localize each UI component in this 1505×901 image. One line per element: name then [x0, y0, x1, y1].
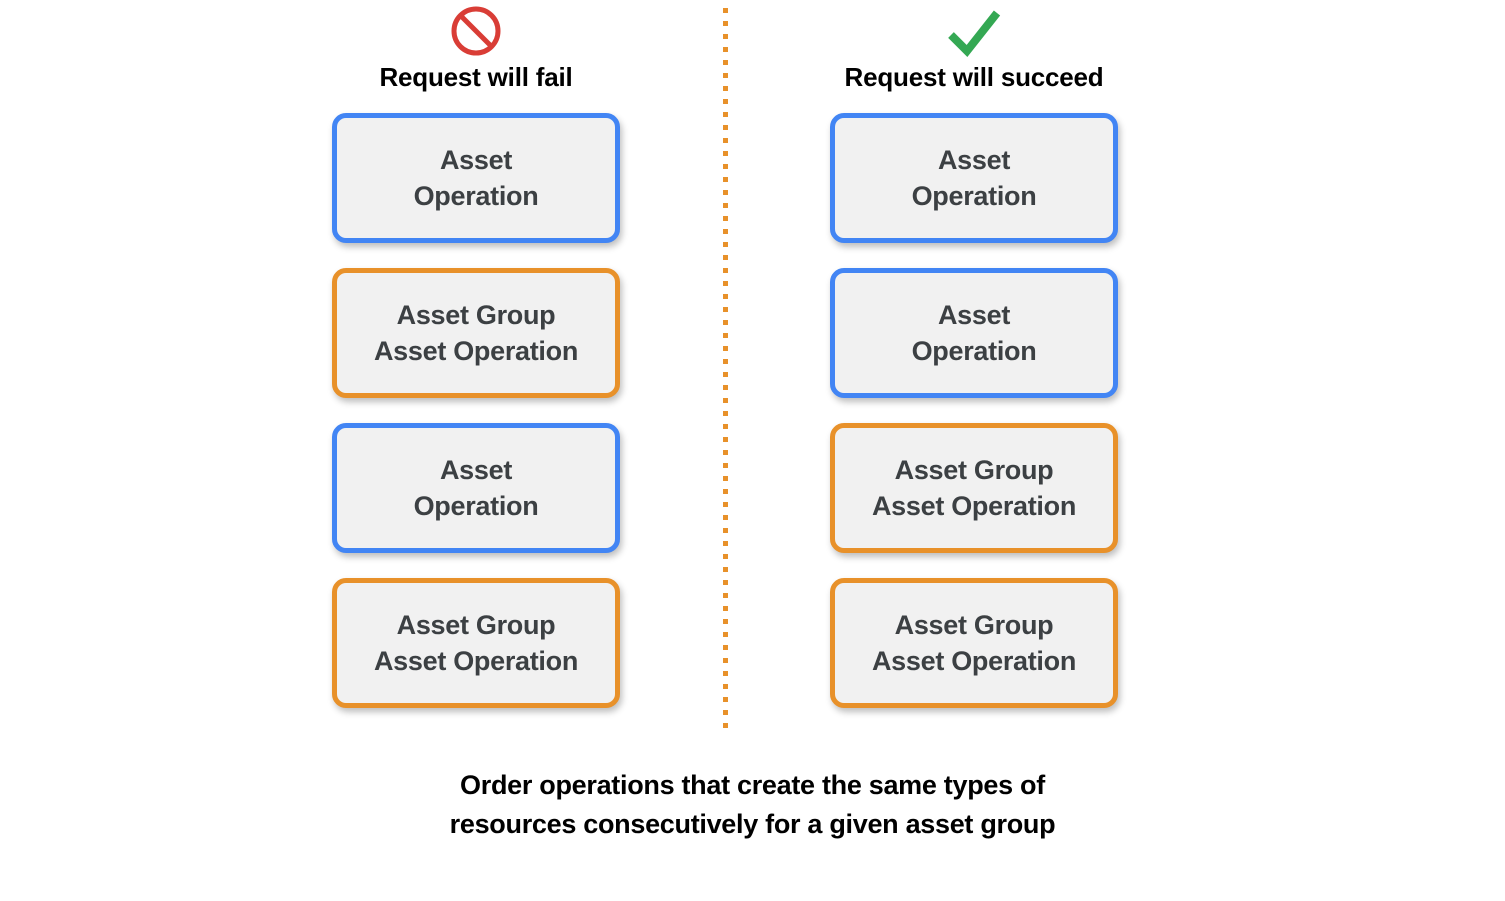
column-request-will-succeed: Request will succeed Asset Operation Ass… [794, 0, 1154, 760]
column-label-fail: Request will fail [379, 62, 573, 92]
checkmark-icon [794, 0, 1154, 62]
column-request-will-fail: Request will fail Asset Operation Asset … [296, 0, 656, 760]
operation-box-label: Asset Operation [413, 145, 539, 211]
operation-box[interactable]: Asset Group Asset Operation [332, 268, 620, 398]
operation-box-label: Asset Group Asset Operation [373, 610, 579, 676]
column-header-fail: Request will fail [296, 0, 656, 92]
operation-box[interactable]: Asset Operation [332, 113, 620, 243]
operation-box[interactable]: Asset Group Asset Operation [332, 578, 620, 708]
operation-box-label: Asset Group Asset Operation [373, 300, 579, 366]
diagram-caption: Order operations that create the same ty… [449, 770, 1056, 839]
operation-box-label: Asset Operation [911, 145, 1037, 211]
operation-box[interactable]: Asset Operation [332, 423, 620, 553]
operation-box-label: Asset Operation [911, 300, 1037, 366]
operation-box[interactable]: Asset Group Asset Operation [830, 578, 1118, 708]
operation-box-label: Asset Operation [413, 455, 539, 521]
vertical-dotted-divider [723, 8, 728, 736]
operation-list-fail: Asset Operation Asset Group Asset Operat… [332, 113, 622, 733]
operation-box-label: Asset Group Asset Operation [871, 610, 1077, 676]
operation-box-label: Asset Group Asset Operation [871, 455, 1077, 521]
column-header-succeed: Request will succeed [794, 0, 1154, 92]
prohibition-icon [296, 0, 656, 62]
operation-box[interactable]: Asset Operation [830, 268, 1118, 398]
operation-box[interactable]: Asset Operation [830, 113, 1118, 243]
column-label-succeed: Request will succeed [844, 62, 1104, 92]
operation-box[interactable]: Asset Group Asset Operation [830, 423, 1118, 553]
operation-list-succeed: Asset Operation Asset Operation Asset Gr… [830, 113, 1120, 733]
